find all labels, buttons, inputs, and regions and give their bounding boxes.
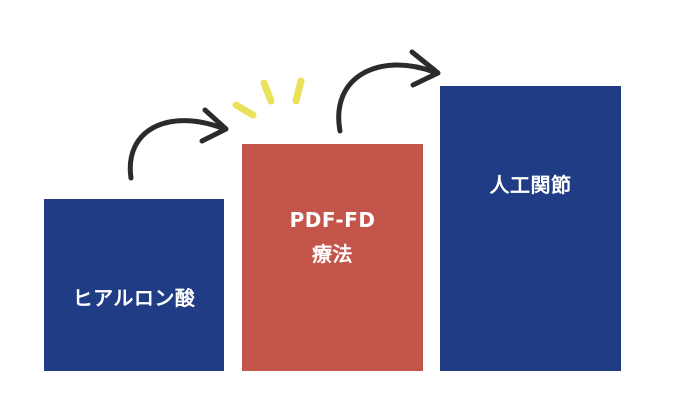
step-hyaluronic-acid: ヒアルロン酸 bbox=[44, 199, 224, 371]
step-pdf-fd-therapy: PDF-FD 療法 bbox=[242, 144, 423, 371]
curved-arrow-icon bbox=[336, 49, 441, 134]
step-label-hyaluronic-acid: ヒアルロン酸 bbox=[72, 286, 196, 310]
curved-arrow-icon bbox=[127, 107, 229, 181]
sparkle-icon bbox=[232, 77, 305, 119]
step-label-pdf-fd-therapy: PDF-FD 療法 bbox=[289, 207, 376, 266]
step-artificial-joint: 人工関節 bbox=[440, 86, 621, 371]
step-label-artificial-joint: 人工関節 bbox=[489, 173, 572, 197]
